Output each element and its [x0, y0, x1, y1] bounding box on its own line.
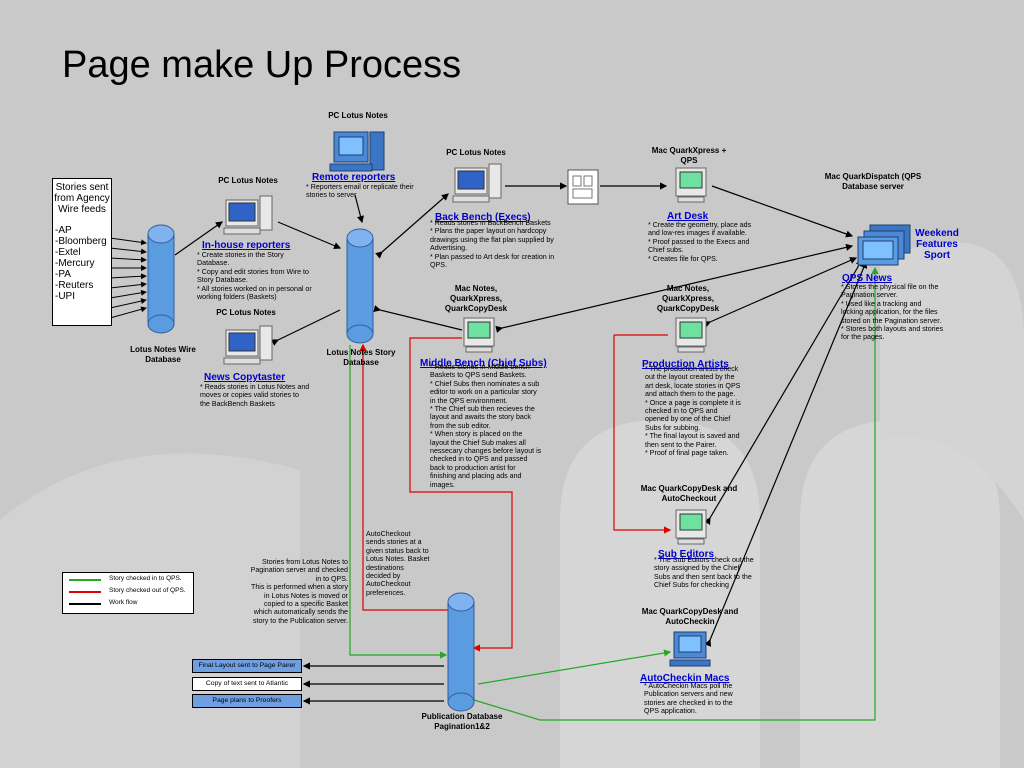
autocheckin-role: AutoCheckin Macs [640, 673, 730, 684]
qps-server-icon [857, 224, 911, 266]
inhouse-reporters-machine: PC Lotus Notes [218, 176, 278, 185]
production-artists-desc: * The production artists check out the l… [645, 365, 741, 458]
production-artists-machine: Mac Notes, QuarkXpress, QuarkCopyDesk [656, 284, 720, 313]
output-copy-atlantic: Copy of text sent to Atlantic [192, 677, 302, 691]
production-mac-icon [675, 317, 707, 353]
agency-heading: Stories sent from Agency Wire feeds [54, 182, 110, 215]
remote-reporters-role: Remote reporters [312, 172, 396, 183]
middle-bench-role: Middle Bench (Chief Subs) [420, 358, 547, 369]
feed-arrows [109, 237, 147, 319]
story-database-cylinder [346, 228, 374, 344]
autocheckin-server-icon [669, 631, 711, 667]
pagination-note: Stories from Lotus Notes to Pagination s… [250, 558, 348, 625]
story-database-label: Lotus Notes Story Database [326, 348, 396, 367]
legend-swatch [69, 603, 101, 605]
production-artists-role: Production Artists [642, 359, 729, 370]
back-bench-machine: PC Lotus Notes [446, 148, 506, 157]
middle-bench-desc: * Reads stories in Middle bench Baskets … [430, 363, 542, 489]
inhouse-reporters-role: In-house reporters [202, 240, 291, 251]
back-bench-desc: * Reads stories in BackBench Baskets * P… [430, 219, 555, 270]
remote-reporters-desc: * Reporters email or replicate their sto… [306, 183, 414, 200]
publication-database-cylinder [447, 592, 475, 712]
legend-swatch [69, 579, 101, 581]
qps-weekend-features-sport: Weekend Features Sport [915, 228, 959, 261]
back-bench-role: Back Bench (Execs) [435, 212, 531, 223]
agency-feed-item: -Reuters [55, 280, 94, 291]
copytaster-pc-icon [223, 325, 273, 365]
art-desk-desc: * Create the geometry, place ads and low… [648, 221, 752, 263]
sub-editors-machine: Mac QuarkCopyDesk and AutoCheckout [640, 484, 738, 503]
remote-server-icon [329, 131, 385, 172]
art-desk-machine: Mac QuarkXpress + QPS [651, 146, 727, 165]
middle-bench-machine: Mac Notes, QuarkXpress, QuarkCopyDesk [444, 284, 508, 313]
output-page-plans: Page plans to Proofers [192, 694, 302, 708]
agency-feed-item: -AP [55, 225, 72, 236]
qps-news-role: QPS News [842, 273, 893, 284]
workflow-arrows [174, 182, 868, 705]
sub-editors-desc: * The Sub Editors check out the story as… [654, 556, 754, 590]
output-final-layout: Final Layout sent to Page Pairer [192, 659, 302, 673]
legend-swatch [69, 591, 101, 593]
inhouse-pc-icon [223, 195, 273, 235]
autocheckin-machine: Mac QuarkCopyDesk and AutoCheckin [641, 607, 739, 626]
autocheckin-desc: * AutoCheckin Macs poll the Publication … [644, 682, 733, 716]
art-desk-role: Art Desk [667, 211, 709, 222]
checkin-lines [349, 266, 879, 721]
publication-database-label: Publication Database Pagination1&2 [421, 712, 503, 731]
wire-database-cylinder [147, 224, 175, 334]
agency-feed-item: -UPI [55, 291, 75, 302]
legend: Story checked in to QPS. Story checked o… [62, 572, 194, 614]
checkout-lines [359, 334, 672, 652]
sub-editors-role: Sub Editors [658, 549, 715, 560]
flat-plan-document-icon [567, 169, 599, 205]
art-desk-mac-icon [675, 167, 707, 203]
middle-bench-mac-icon [463, 317, 495, 353]
remote-reporters-machine: PC Lotus Notes [328, 111, 388, 120]
agency-feed-item: -Mercury [55, 258, 95, 269]
backbench-pc-icon [452, 163, 502, 203]
news-copytaster-desc: * Reads stories in Lotus Notes and moves… [200, 383, 310, 408]
qps-news-machine: Mac QuarkDispatch (QPS Database server [824, 172, 922, 191]
autocheckout-note: AutoCheckout sends stories at a given st… [366, 530, 430, 597]
qps-news-desc: * Stores the physical file on the Pagina… [841, 283, 944, 342]
agency-feeds-box: Stories sent from Agency Wire feeds -AP-… [52, 178, 112, 326]
page-title: Page make Up Process [62, 44, 462, 86]
agency-feed-item: -Extel [55, 247, 81, 258]
sub-editors-mac-icon [675, 509, 707, 545]
news-copytaster-role: News Copytaster [204, 372, 286, 383]
agency-feed-list: -AP-Bloomberg-Extel-Mercury-PA-Reuters-U… [53, 225, 111, 302]
news-copytaster-machine: PC Lotus Notes [216, 308, 276, 317]
wire-database-label: Lotus Notes Wire Database [130, 345, 196, 364]
inhouse-reporters-desc: * Create stories in the Story Database. … [197, 251, 312, 302]
agency-feed-item: -PA [55, 269, 71, 280]
agency-feed-item: -Bloomberg [55, 236, 107, 247]
